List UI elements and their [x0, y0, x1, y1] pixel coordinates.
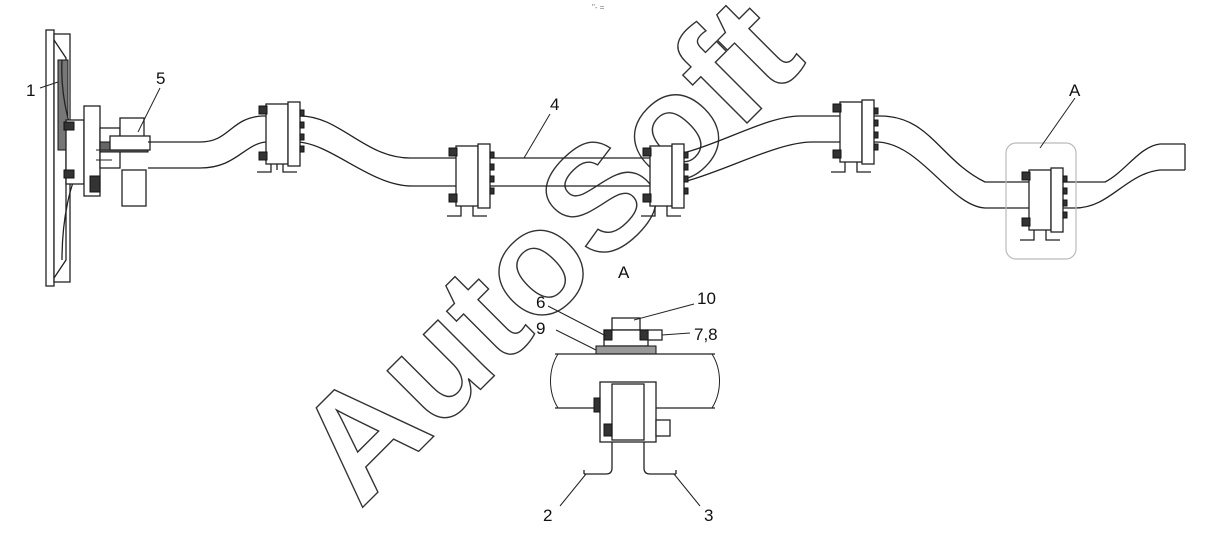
label-3: 3 [704, 506, 713, 525]
support-2 [447, 143, 495, 217]
support-4 [831, 99, 879, 173]
label-7-8: 7,8 [694, 325, 718, 344]
label-9: 9 [536, 319, 545, 338]
view-a-frame [1005, 142, 1077, 260]
watermark-text: AutoSoft [264, 0, 830, 533]
hub-flange [63, 105, 151, 207]
label-view-a-marker: A [1069, 81, 1081, 100]
support-3 [641, 143, 689, 217]
label-2: 2 [543, 506, 552, 525]
label-1: 1 [26, 81, 35, 100]
support-5 [1020, 167, 1068, 241]
label-10: 10 [697, 289, 716, 308]
label-view-a-title: A [618, 263, 630, 282]
leader-lines [39, 81, 1076, 507]
label-6: 6 [536, 293, 545, 312]
watermark: AutoSoft [263, 0, 831, 533]
detail-view-a [550, 317, 720, 475]
support-1 [257, 101, 305, 173]
label-4: 4 [550, 95, 559, 114]
top-mark: "- = [592, 3, 605, 12]
label-5: 5 [156, 69, 165, 88]
labels: 1 5 4 A A 6 10 9 7,8 2 3 [26, 69, 1081, 525]
